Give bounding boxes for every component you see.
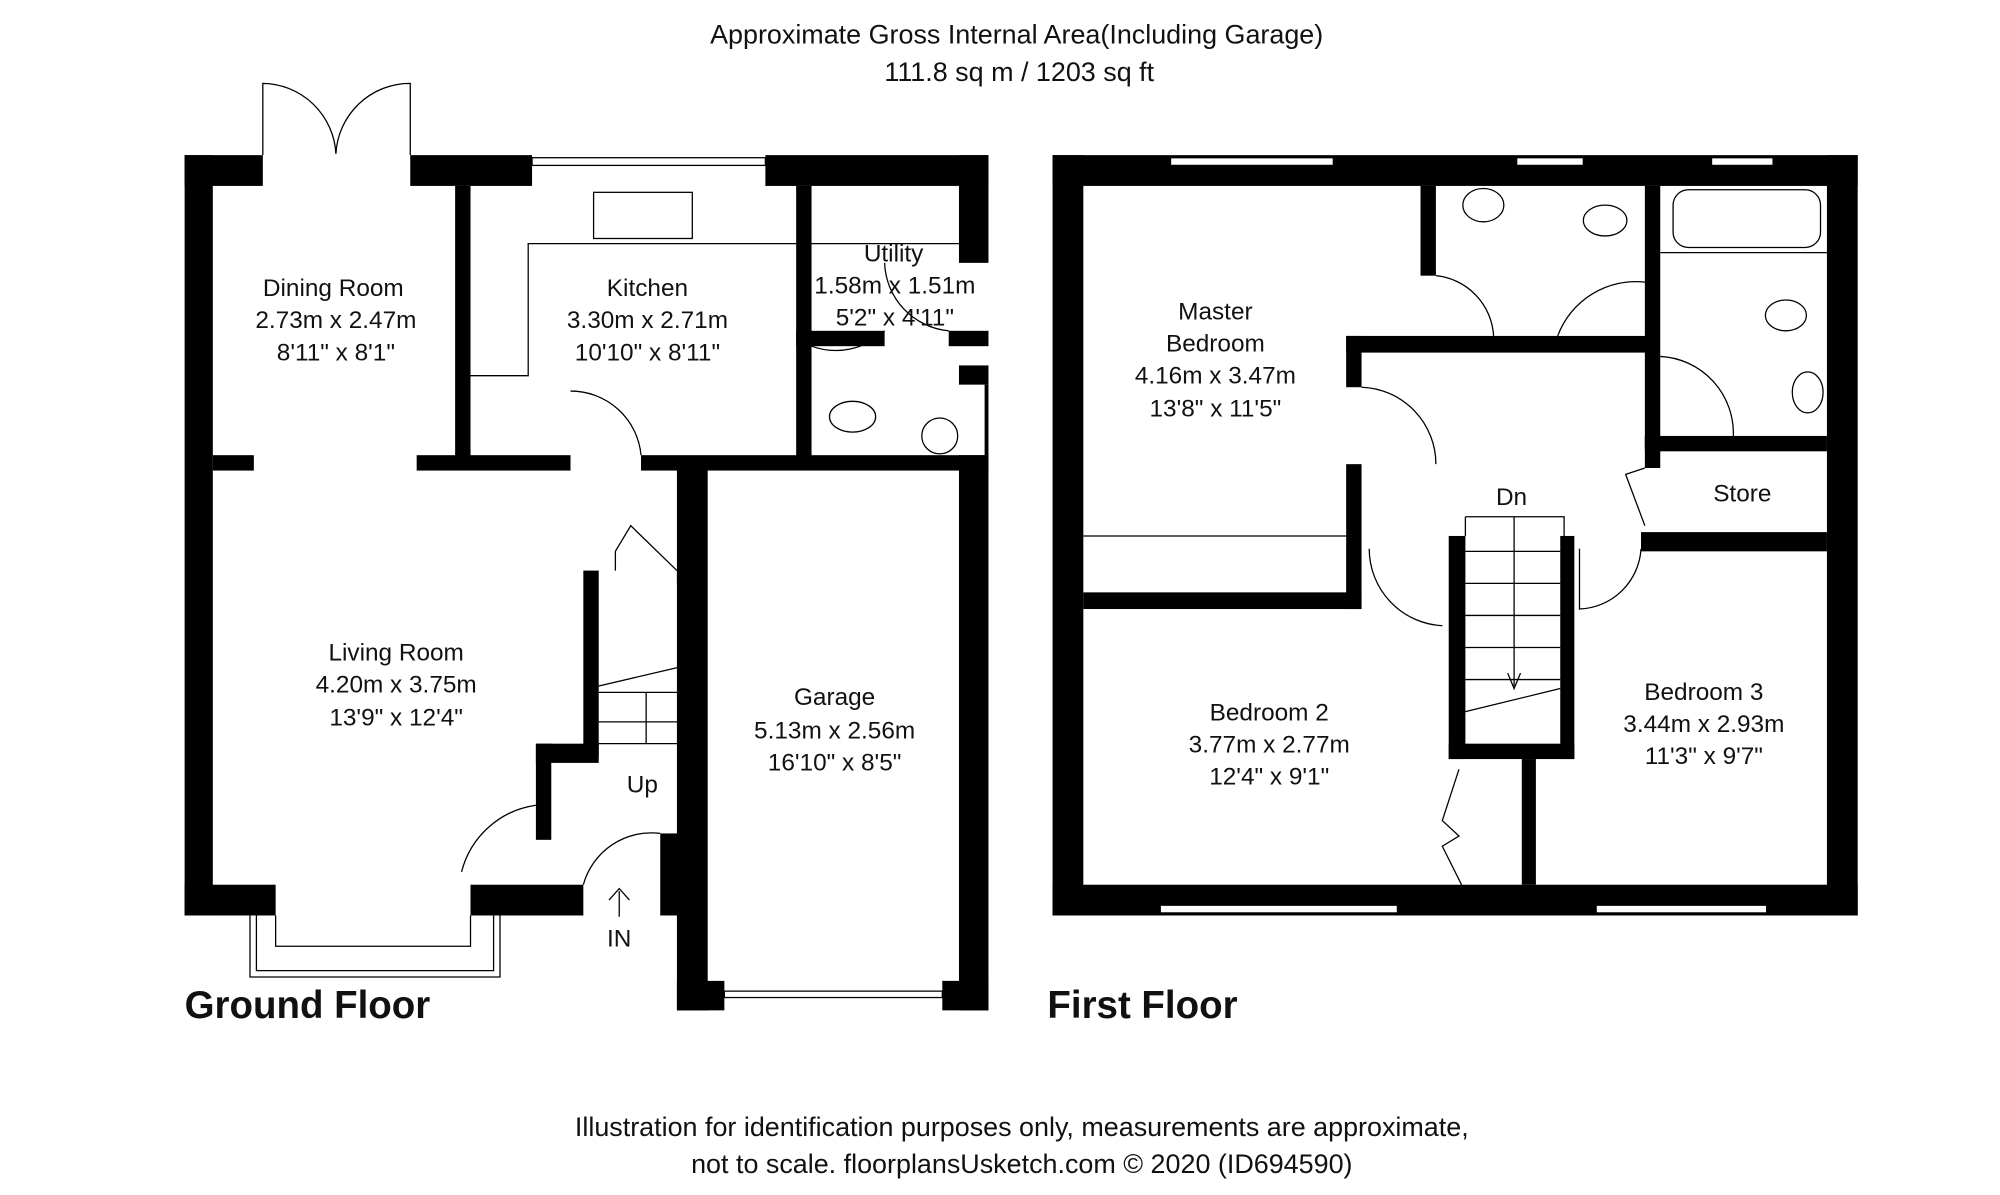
ground-floor-walls xyxy=(184,155,989,1011)
stairs-down-label: Dn xyxy=(1496,484,1527,511)
first-floor-fixtures xyxy=(1083,157,1827,914)
area-title: Approximate Gross Internal Area(Includin… xyxy=(710,20,1323,50)
toilet-icon xyxy=(828,400,877,433)
entrance-arrow-icon xyxy=(608,887,630,917)
svg-text:Dining Room: Dining Room xyxy=(263,275,404,302)
svg-text:3.30m x 2.71m: 3.30m x 2.71m xyxy=(567,307,728,334)
room-dining: Dining Room 2.73m x 2.47m 8'11" x 8'1" xyxy=(255,275,416,366)
room-garage: Garage 5.13m x 2.56m 16'10" x 8'5" xyxy=(754,684,915,776)
svg-text:Bedroom: Bedroom xyxy=(1166,330,1265,357)
toilet-icon xyxy=(1582,204,1628,237)
basin-icon xyxy=(1791,371,1824,414)
svg-text:16'10" x 8'5": 16'10" x 8'5" xyxy=(768,750,902,777)
svg-text:4.20m x 3.75m: 4.20m x 3.75m xyxy=(316,671,477,698)
first-floor-title: First Floor xyxy=(1047,984,1237,1027)
ground-floor-title: Ground Floor xyxy=(185,984,431,1027)
stairs-up-label: Up xyxy=(627,771,658,798)
ground-floor-plan: Dining Room 2.73m x 2.47m 8'11" x 8'1" K… xyxy=(184,82,989,1027)
entrance-label: IN xyxy=(607,925,631,952)
svg-text:8'11" x 8'1": 8'11" x 8'1" xyxy=(277,339,395,366)
svg-text:5.13m x 2.56m: 5.13m x 2.56m xyxy=(754,718,915,745)
basin-icon xyxy=(1462,187,1505,223)
svg-text:Living Room: Living Room xyxy=(328,639,463,666)
svg-text:Kitchen: Kitchen xyxy=(607,275,688,302)
svg-text:13'8" x 11'5": 13'8" x 11'5" xyxy=(1149,396,1281,423)
disclaimer-line-2: not to scale. floorplansUsketch.com © 20… xyxy=(691,1149,1352,1179)
first-floor-plan: Master Bedroom 4.16m x 3.47m 13'8" x 11'… xyxy=(1047,155,1858,1027)
sink-icon xyxy=(592,191,693,240)
toilet-icon xyxy=(1764,299,1808,332)
bath-icon xyxy=(1672,189,1822,249)
svg-text:10'10" x 8'11": 10'10" x 8'11" xyxy=(575,339,720,366)
basin-icon xyxy=(921,417,959,455)
room-living: Living Room 4.20m x 3.75m 13'9" x 12'4" xyxy=(316,639,477,731)
disclaimer-line-1: Illustration for identification purposes… xyxy=(575,1112,1469,1142)
room-master-bedroom: Master Bedroom 4.16m x 3.47m 13'8" x 11'… xyxy=(1135,298,1296,422)
svg-text:3.77m x 2.77m: 3.77m x 2.77m xyxy=(1189,732,1350,759)
svg-text:5'2" x 4'11": 5'2" x 4'11" xyxy=(836,305,954,332)
room-kitchen: Kitchen 3.30m x 2.71m 10'10" x 8'11" xyxy=(567,275,728,366)
svg-text:13'9" x 12'4": 13'9" x 12'4" xyxy=(329,705,463,732)
svg-text:Bedroom 3: Bedroom 3 xyxy=(1644,679,1763,706)
svg-text:2.73m x 2.47m: 2.73m x 2.47m xyxy=(255,307,416,334)
svg-text:3.44m x 2.93m: 3.44m x 2.93m xyxy=(1623,711,1784,738)
svg-text:Utility: Utility xyxy=(864,241,924,268)
svg-text:Garage: Garage xyxy=(794,684,875,711)
svg-text:11'3" x 9'7": 11'3" x 9'7" xyxy=(1645,743,1763,770)
ground-floor-fixtures xyxy=(249,82,959,999)
svg-text:Master: Master xyxy=(1178,298,1252,325)
svg-text:12'4" x 9'1": 12'4" x 9'1" xyxy=(1209,764,1329,791)
room-store: Store xyxy=(1713,480,1771,507)
stairs-down-arrow-icon xyxy=(1507,672,1522,691)
area-value: 111.8 sq m / 1203 sq ft xyxy=(884,57,1154,87)
svg-text:Bedroom 2: Bedroom 2 xyxy=(1210,700,1329,727)
room-bedroom-3: Bedroom 3 3.44m x 2.93m 11'3" x 9'7" xyxy=(1623,679,1784,770)
room-bedroom-2: Bedroom 2 3.77m x 2.77m 12'4" x 9'1" xyxy=(1189,700,1350,791)
svg-text:4.16m x 3.47m: 4.16m x 3.47m xyxy=(1135,362,1296,389)
room-utility: Utility 1.58m x 1.51m 5'2" x 4'11" xyxy=(814,241,975,332)
svg-text:1.58m x 1.51m: 1.58m x 1.51m xyxy=(814,273,975,300)
